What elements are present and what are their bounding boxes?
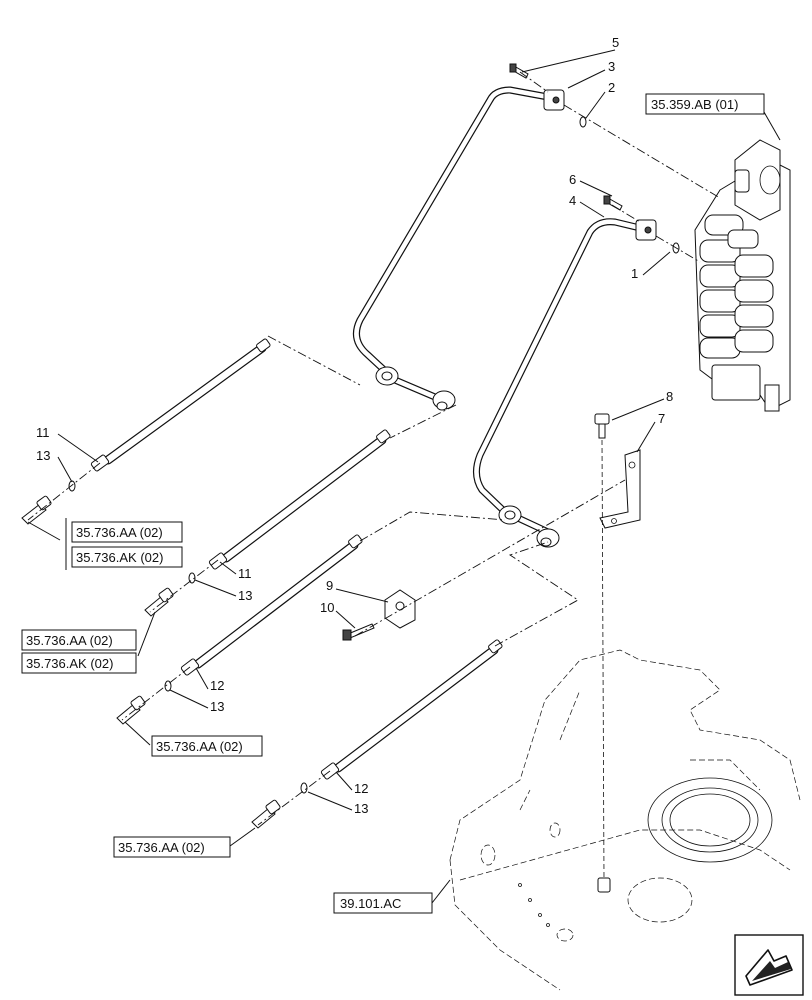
- reference-group-4[interactable]: 35.736.AA (02): [113, 836, 231, 858]
- callout-7: 7: [658, 411, 665, 426]
- hose-4: [320, 639, 503, 780]
- clamp-9: [384, 589, 416, 629]
- callout-3: 3: [608, 59, 615, 74]
- reference-group-3[interactable]: 35.736.AA (02): [151, 735, 263, 757]
- bolt-10: [342, 623, 375, 641]
- callout-13c: 13: [210, 699, 224, 714]
- steel-tube-upper: [352, 86, 565, 411]
- reference-label: 35.736.AK (02): [76, 550, 163, 565]
- reference-frame[interactable]: 39.101.AC: [333, 892, 433, 914]
- assembly-lines: [27, 71, 721, 893]
- callout-8: 8: [666, 389, 673, 404]
- control-valve-block: [694, 139, 791, 412]
- callout-13d: 13: [354, 801, 368, 816]
- o-ring-2: [579, 116, 587, 128]
- reference-label: 35.736.AA (02): [118, 840, 205, 855]
- callout-leaders: [27, 49, 781, 904]
- bracket-7: [599, 449, 641, 529]
- steel-tube-lower: [473, 218, 657, 548]
- callout-11b: 11: [238, 566, 252, 581]
- arrow-icon[interactable]: [734, 934, 804, 996]
- reference-label: 35.736.AA (02): [26, 633, 113, 648]
- callout-9: 9: [326, 578, 333, 593]
- reference-label: 35.736.AA (02): [156, 739, 243, 754]
- o-ring-13c: [164, 680, 172, 692]
- callout-numbers: 5 3 2 6 4 1 8 7 9 10 11 13 11 13 12 13 1…: [36, 35, 673, 816]
- callout-4: 4: [569, 193, 576, 208]
- callout-1: 1: [631, 266, 638, 281]
- reference-group-2[interactable]: 35.736.AA (02) 35.736.AK (02): [21, 629, 137, 674]
- hose-3: [180, 534, 363, 676]
- valve-spools: [699, 214, 774, 359]
- reference-label: 39.101.AC: [340, 896, 401, 911]
- callout-13b: 13: [238, 588, 252, 603]
- reference-label: 35.359.AB (01): [651, 97, 738, 112]
- bolt-8: [594, 413, 610, 439]
- reference-label: 35.736.AA (02): [76, 525, 163, 540]
- adapter-2: [144, 587, 174, 617]
- hose-2: [208, 429, 391, 570]
- callout-12a: 12: [210, 678, 224, 693]
- callout-10: 10: [320, 600, 334, 615]
- hose-1: [90, 338, 271, 472]
- adapter-4: [251, 799, 281, 829]
- callout-2: 2: [608, 80, 615, 95]
- callout-12b: 12: [354, 781, 368, 796]
- callout-13a: 13: [36, 448, 50, 463]
- reference-label: 35.736.AK (02): [26, 656, 113, 671]
- callout-11a: 11: [36, 425, 50, 440]
- frame-outline: [449, 649, 801, 991]
- callout-6: 6: [569, 172, 576, 187]
- reference-valve-block[interactable]: 35.359.AB (01): [645, 93, 765, 115]
- adapter-1: [21, 495, 52, 525]
- o-ring-13a: [68, 480, 76, 492]
- reference-group-1[interactable]: 35.736.AA (02) 35.736.AK (02): [65, 518, 183, 570]
- adapter-3: [116, 695, 146, 725]
- bolt-6: [603, 195, 623, 211]
- o-ring-13d: [300, 782, 308, 794]
- callout-5: 5: [612, 35, 619, 50]
